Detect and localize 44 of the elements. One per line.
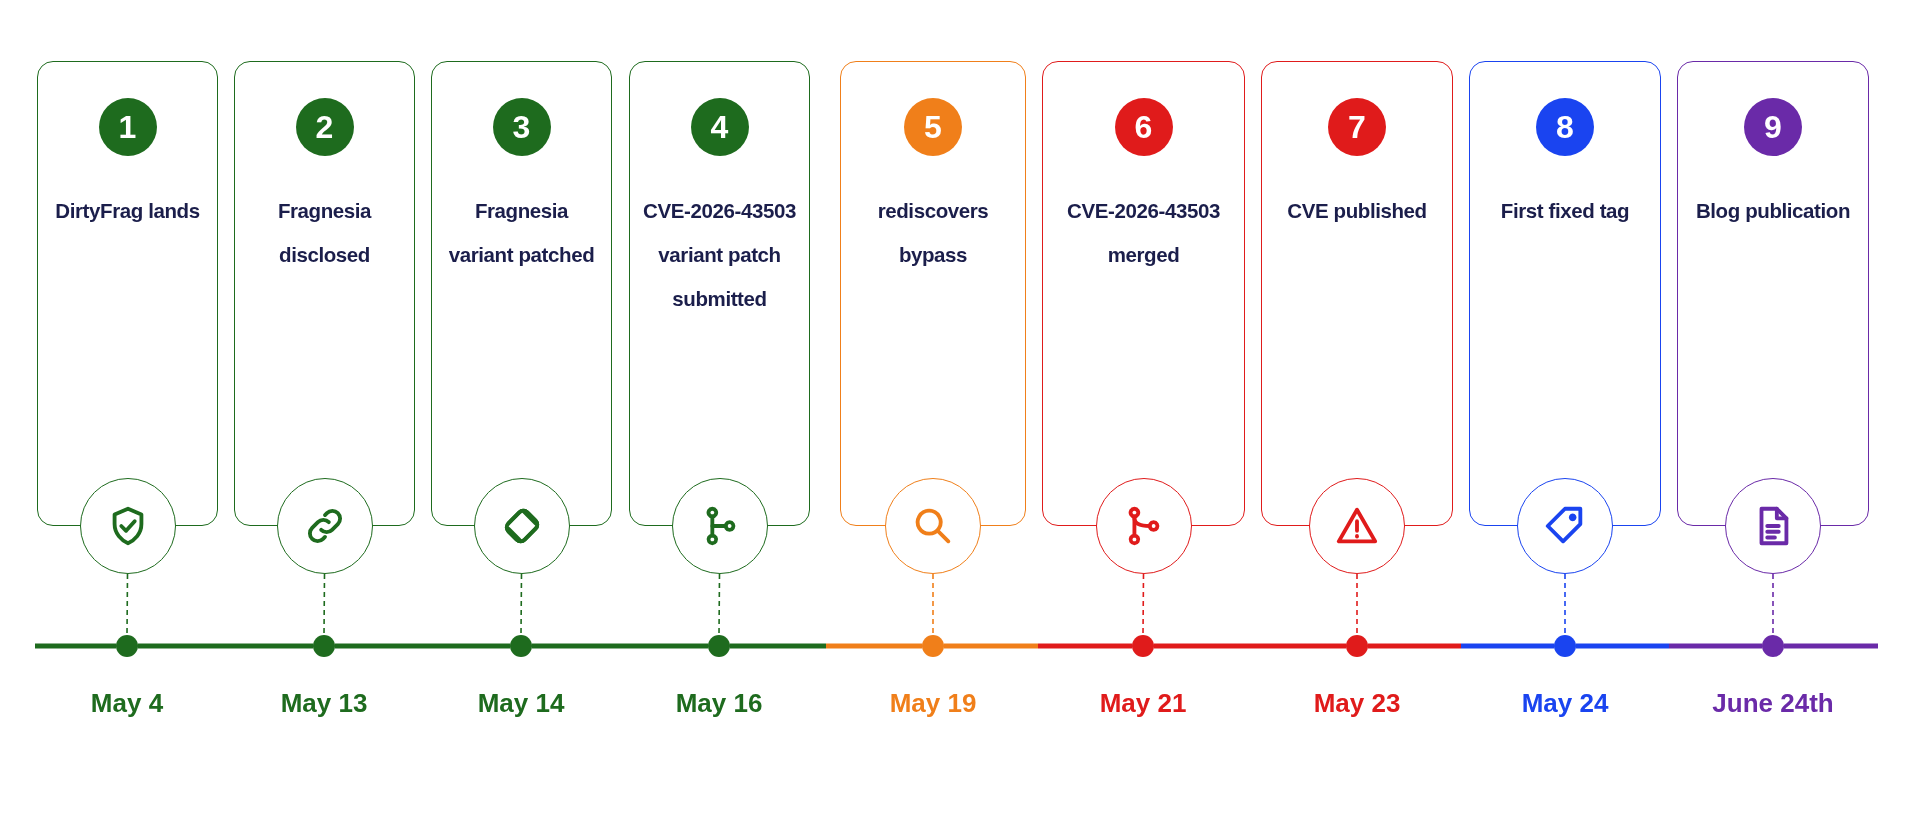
timeline-dot xyxy=(510,635,532,657)
date-label: June 24th xyxy=(1712,688,1834,719)
timeline-dot xyxy=(708,635,730,657)
dashed-connector xyxy=(126,573,129,636)
timeline-dot xyxy=(313,635,335,657)
date-label: May 4 xyxy=(90,688,164,719)
date-label: May 14 xyxy=(477,688,565,719)
dashed-connector xyxy=(932,573,934,636)
event-title: rediscovers bypass xyxy=(876,198,990,268)
timeline-segment xyxy=(730,643,922,649)
event-title: Fragnesia variant patched xyxy=(447,198,596,268)
date-label: May 19 xyxy=(889,688,977,719)
date-label: May 21 xyxy=(1099,688,1187,719)
timeline-dot xyxy=(1762,635,1784,657)
date-label: May 16 xyxy=(675,688,763,719)
dashed-connector xyxy=(1356,573,1358,636)
event-title: CVE-2026-43503 variant patch submitted xyxy=(642,198,797,312)
timeline-segment xyxy=(944,643,1132,649)
date-label: May 13 xyxy=(280,688,368,719)
timeline-segment xyxy=(1154,643,1346,649)
timeline-segment xyxy=(532,643,708,649)
timeline-dot xyxy=(1132,635,1154,657)
timeline-segment xyxy=(138,643,313,649)
dashed-connector xyxy=(520,573,523,636)
timeline-segment xyxy=(335,643,510,649)
timeline-dot xyxy=(922,635,944,657)
timeline-dot xyxy=(1554,635,1576,657)
timeline-segment xyxy=(1368,643,1554,649)
event-title: Fragnesia disclosed xyxy=(276,198,373,268)
dashed-connector xyxy=(1564,573,1566,636)
event-title: CVE published xyxy=(1286,198,1428,224)
event-title: Blog publication xyxy=(1695,198,1851,224)
event-title: First fixed tag xyxy=(1499,198,1631,224)
timeline-dot xyxy=(1346,635,1368,657)
dashed-connector xyxy=(323,573,326,636)
event-title: DirtyFrag lands xyxy=(54,198,201,224)
timeline-dot xyxy=(116,635,138,657)
dashed-connector xyxy=(718,573,721,636)
dashed-connector xyxy=(1142,573,1145,636)
date-label: May 23 xyxy=(1313,688,1401,719)
event-title: CVE-2026-43503 merged xyxy=(1066,198,1221,268)
dashed-connector xyxy=(1772,573,1774,636)
timeline-segment xyxy=(1576,643,1762,649)
date-label: May 24 xyxy=(1521,688,1609,719)
